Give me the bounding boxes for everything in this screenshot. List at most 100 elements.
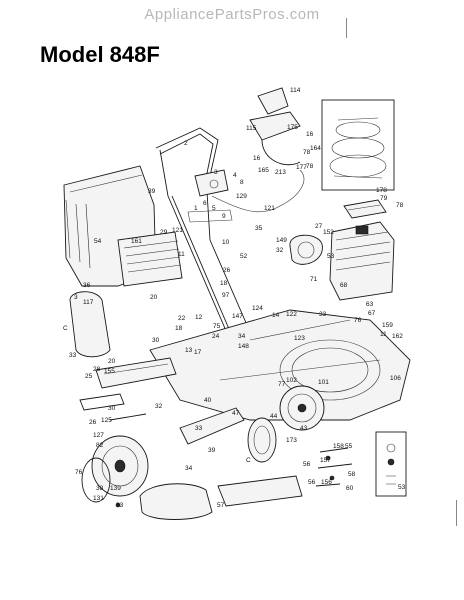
part-callout: 27: [315, 223, 323, 230]
part-callout: 2: [184, 140, 188, 147]
part-callout: C: [246, 457, 251, 464]
part-callout: 10: [222, 239, 230, 246]
part-callout: 17: [194, 349, 202, 356]
part-callout: 34: [238, 333, 246, 340]
part-callout: 38: [96, 485, 104, 492]
part-callout: 39: [148, 188, 156, 195]
part-callout: 8: [240, 179, 244, 186]
part-callout: 36: [83, 282, 91, 289]
part-callout: 123: [294, 335, 305, 342]
part-callout: 52: [240, 253, 248, 260]
part-callout: 14: [272, 312, 280, 319]
part-callout: 127: [93, 432, 104, 439]
handle-assembly: [155, 127, 251, 341]
part-callout: 53: [398, 484, 406, 491]
front-plate: [95, 357, 177, 389]
part-callout: 1: [194, 205, 198, 212]
part-callout: 32: [276, 247, 284, 254]
part-callout: 155: [104, 368, 115, 375]
part-callout: 20: [108, 358, 116, 365]
part-callout: 58: [348, 471, 356, 478]
part-callout: 161: [131, 238, 142, 245]
part-callout: 68: [340, 282, 348, 289]
part-callout: 55: [345, 443, 353, 450]
part-callout: C: [63, 325, 68, 332]
part-callout: 22: [178, 315, 186, 322]
part-callout: 147: [232, 313, 243, 320]
part-callout: 79: [380, 195, 388, 202]
control-cable: [211, 169, 305, 213]
part-callout: 78: [306, 163, 314, 170]
part-callout: 75: [213, 323, 221, 330]
part-callout: 82: [96, 442, 104, 449]
part-callout: 43: [300, 425, 308, 432]
part-callout: 11: [178, 251, 185, 258]
part-callout: 56: [303, 461, 311, 468]
rear-baffle: [179, 407, 245, 445]
mower-deck: [149, 309, 411, 421]
air-cleaner: [343, 199, 387, 219]
part-callout: 39: [208, 447, 216, 454]
grass-catcher-bag: [63, 165, 183, 287]
part-callout: 97: [222, 292, 230, 299]
part-callout: 158: [333, 443, 344, 450]
part-callout: 30: [152, 337, 160, 344]
part-callout: 63: [366, 301, 374, 308]
part-callout: 139: [110, 485, 121, 492]
detail-inset: [321, 99, 395, 191]
part-callout: 71: [310, 276, 318, 283]
engine-block: [289, 221, 395, 301]
part-callout: 26: [223, 267, 231, 274]
part-callout: 40: [204, 397, 212, 404]
part-callout: 29: [160, 229, 168, 236]
rear-wheel-left: [81, 435, 149, 503]
part-callout: 178: [376, 187, 387, 194]
part-callout: 152: [323, 229, 334, 236]
discharge-chute: [217, 475, 303, 507]
part-callout: 125: [101, 417, 112, 424]
part-callout: 44: [270, 413, 278, 420]
part-callout: 6: [203, 200, 207, 207]
part-callout: 78: [303, 149, 311, 156]
part-callout: 78: [396, 202, 404, 209]
part-callout: 9: [222, 213, 226, 220]
part-callout: 11: [380, 331, 387, 338]
part-callout: 67: [368, 310, 376, 317]
part-callout: 12: [195, 314, 203, 321]
part-callout: 121: [264, 205, 275, 212]
part-callout: 5: [212, 205, 216, 212]
part-callout: 3: [214, 169, 218, 176]
part-callout: 149: [276, 237, 287, 244]
part-callout: 175: [287, 124, 298, 131]
part-callout: 159: [382, 322, 393, 329]
part-callout: 33: [319, 311, 327, 318]
part-callout: 173: [286, 437, 297, 444]
part-callout: 54: [94, 238, 102, 245]
part-callout: 162: [392, 333, 403, 340]
page-title: Model 848F: [40, 42, 160, 67]
scan-mark-bottom: [456, 500, 457, 526]
part-callout: 57: [217, 502, 225, 509]
part-callout: 18: [175, 325, 183, 332]
part-callout: 76: [75, 469, 83, 476]
hardware-kit: [375, 431, 407, 497]
part-callout: 35: [255, 225, 263, 232]
part-callout: 115: [246, 125, 257, 132]
part-callout: 53: [327, 253, 335, 260]
part-callout: 148: [238, 343, 249, 350]
rear-wheel-right: [247, 417, 277, 463]
side-shield: [139, 483, 213, 520]
part-callout: 76: [354, 317, 362, 324]
part-callout: 16: [306, 131, 314, 138]
part-callout: 26: [89, 419, 97, 426]
part-callout: 24: [212, 333, 220, 340]
part-callout: 13: [185, 347, 193, 354]
part-callout: 102: [286, 377, 297, 384]
part-callout: 121: [172, 227, 183, 234]
part-callout: 30: [108, 405, 116, 412]
part-callout: 33: [69, 352, 77, 359]
part-callout: 177: [296, 164, 307, 171]
part-callout: 156: [321, 479, 332, 486]
